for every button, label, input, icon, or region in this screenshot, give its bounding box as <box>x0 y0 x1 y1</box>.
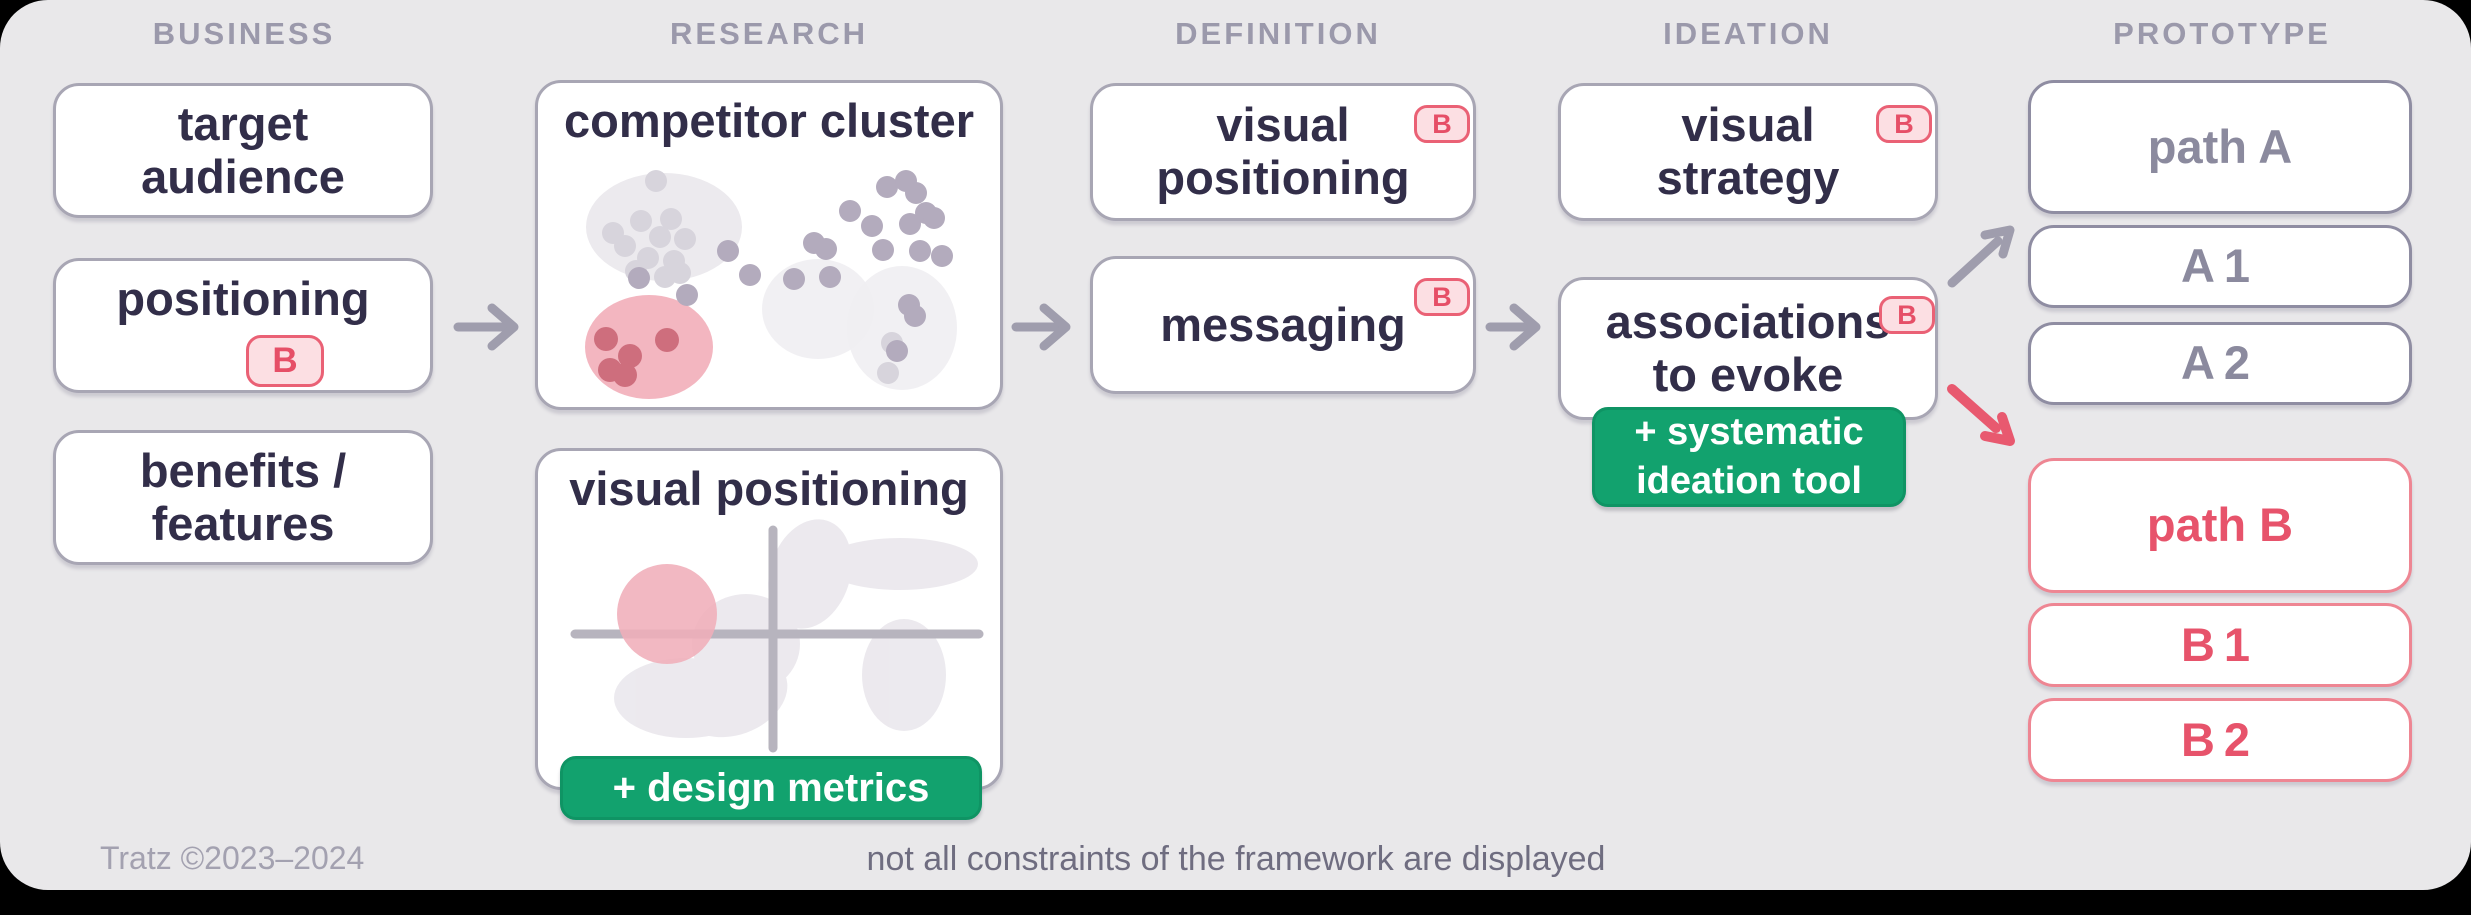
card-b2-label: B2 <box>2180 712 2260 766</box>
card-visual-positioning-definition-label: visual positioning <box>1156 98 1410 204</box>
column-header-ideation: IDEATION <box>1663 16 1833 51</box>
card-benefits-features: benefits / features <box>53 430 433 565</box>
column-header-definition: DEFINITION <box>1175 16 1381 51</box>
brand-badge: B <box>1876 105 1932 143</box>
card-a2: A2 <box>2028 322 2412 405</box>
card-path-a-label: path A <box>2147 119 2293 173</box>
card-visual-positioning-research-title: visual positioning <box>569 462 969 515</box>
arrow-research-to-definition <box>1011 303 1071 351</box>
column-header-research: RESEARCH <box>670 16 868 51</box>
column-header-business: BUSINESS <box>152 16 336 51</box>
card-visual-strategy: visual strategy B <box>1558 83 1938 221</box>
card-visual-strategy-label: visual strategy <box>1656 98 1840 204</box>
card-associations-to-evoke-label: associations to evoke <box>1605 294 1891 401</box>
card-b1-label: B1 <box>2180 617 2260 671</box>
card-positioning: positioning B <box>53 258 433 393</box>
brand-badge: B <box>246 335 324 387</box>
design-metrics-badge: + design metrics <box>560 756 982 820</box>
brand-badge: B <box>1414 105 1470 143</box>
column-header-prototype: PROTOTYPE <box>2113 16 2331 51</box>
brand-badge: B <box>1414 278 1470 316</box>
card-path-b-label: path B <box>2146 498 2294 552</box>
card-messaging-label: messaging <box>1160 297 1406 351</box>
card-benefits-features-label: benefits / features <box>139 443 347 550</box>
card-b1: B1 <box>2028 603 2412 687</box>
arrow-ideation-to-path-b <box>1947 384 2015 446</box>
diagram-canvas: BUSINESS RESEARCH DEFINITION IDEATION PR… <box>0 0 2471 890</box>
copyright-credit: Tratz ©2023–2024 <box>100 840 365 876</box>
card-target-audience-label: target audience <box>141 96 345 203</box>
card-visual-positioning-research: visual positioning <box>535 448 1003 790</box>
systematic-ideation-tool-badge: + systematic ideation tool <box>1592 407 1906 507</box>
card-b2: B2 <box>2028 698 2412 782</box>
card-visual-positioning-definition: visual positioning B <box>1090 83 1476 221</box>
card-a1: A1 <box>2028 225 2412 308</box>
disclaimer-note: not all constraints of the framework are… <box>866 840 1606 878</box>
card-a2-label: A2 <box>2180 336 2260 390</box>
card-competitor-cluster-title: competitor cluster <box>563 94 975 147</box>
card-target-audience: target audience <box>53 83 433 218</box>
arrow-definition-to-ideation <box>1485 303 1541 351</box>
card-competitor-cluster: competitor cluster <box>535 80 1003 410</box>
arrow-business-to-research <box>453 303 519 351</box>
card-messaging: messaging B <box>1090 256 1476 394</box>
card-path-b: path B <box>2028 458 2412 593</box>
brand-badge: B <box>1879 296 1935 334</box>
card-path-a: path A <box>2028 80 2412 214</box>
card-positioning-label: positioning <box>116 272 370 325</box>
arrow-ideation-to-path-a <box>1947 225 2015 288</box>
card-associations-to-evoke: associations to evoke B <box>1558 277 1938 420</box>
card-a1-label: A1 <box>2180 239 2260 293</box>
